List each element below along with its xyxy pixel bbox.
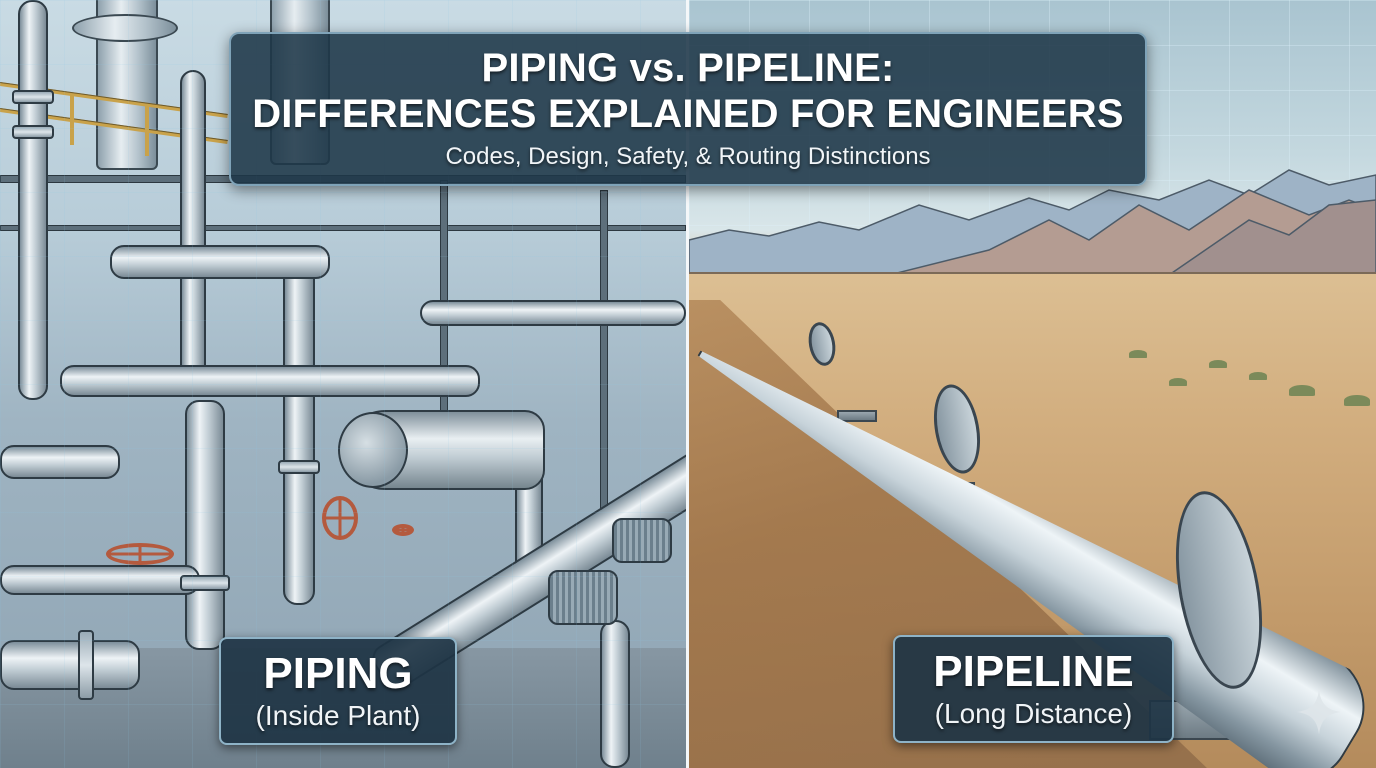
pipe-flange	[12, 125, 54, 139]
vertical-pipe	[185, 400, 225, 650]
pipe-flange	[12, 90, 54, 104]
tower-platform	[72, 14, 178, 42]
desert-shrub	[1129, 350, 1147, 358]
page-title-line-1: PIPING vs. PIPELINE:	[481, 46, 895, 90]
desert-shrub	[1169, 378, 1187, 386]
pipe-flange	[78, 630, 94, 700]
horizontal-pipe	[110, 245, 330, 279]
valve-handwheel	[392, 524, 414, 536]
vertical-pipe	[600, 620, 630, 768]
railing-post	[145, 104, 149, 156]
mountain-range	[689, 169, 1376, 275]
pipe-flange	[180, 575, 230, 591]
desert-shrub	[1209, 360, 1227, 368]
horizontal-pipe	[0, 565, 200, 595]
pump-motor	[548, 570, 618, 625]
desert-shrub	[1344, 395, 1370, 406]
page-title-line-2: DIFFERENCES EXPLAINED FOR ENGINEERS	[252, 92, 1124, 136]
pipeline-label: PIPELINE (Long Distance)	[893, 635, 1174, 743]
desert-shrub	[1289, 385, 1315, 396]
pipe-rack-column	[600, 190, 608, 510]
title-banner: PIPING vs. PIPELINE: DIFFERENCES EXPLAIN…	[229, 32, 1147, 186]
pipeline-label-title: PIPELINE	[933, 647, 1134, 696]
vertical-pipe	[18, 0, 48, 400]
pump-motor	[612, 518, 672, 563]
piping-label-subtitle: (Inside Plant)	[255, 700, 421, 731]
page-subtitle: Codes, Design, Safety, & Routing Distinc…	[445, 143, 931, 170]
piping-label-title: PIPING	[263, 649, 413, 698]
pipeline-support	[837, 410, 877, 422]
sparkle-icon	[1297, 690, 1341, 734]
panel-divider	[686, 0, 689, 768]
vertical-pipe	[283, 245, 315, 605]
horizontal-pipe	[420, 300, 686, 326]
railing-post	[70, 95, 74, 145]
heat-exchanger-head	[338, 412, 408, 488]
horizontal-pipe	[0, 640, 140, 690]
pipe-rack	[0, 225, 686, 231]
horizon-line	[689, 272, 1376, 274]
horizontal-pipe	[60, 365, 480, 397]
pipeline-label-subtitle: (Long Distance)	[934, 698, 1133, 729]
valve-handwheel	[106, 543, 174, 565]
desert-shrub	[1249, 372, 1267, 380]
pipe-flange	[278, 460, 320, 474]
valve-handwheel	[322, 496, 358, 540]
horizontal-pipe	[0, 445, 120, 479]
vertical-pipe	[180, 70, 206, 390]
piping-label: PIPING (Inside Plant)	[219, 637, 457, 745]
